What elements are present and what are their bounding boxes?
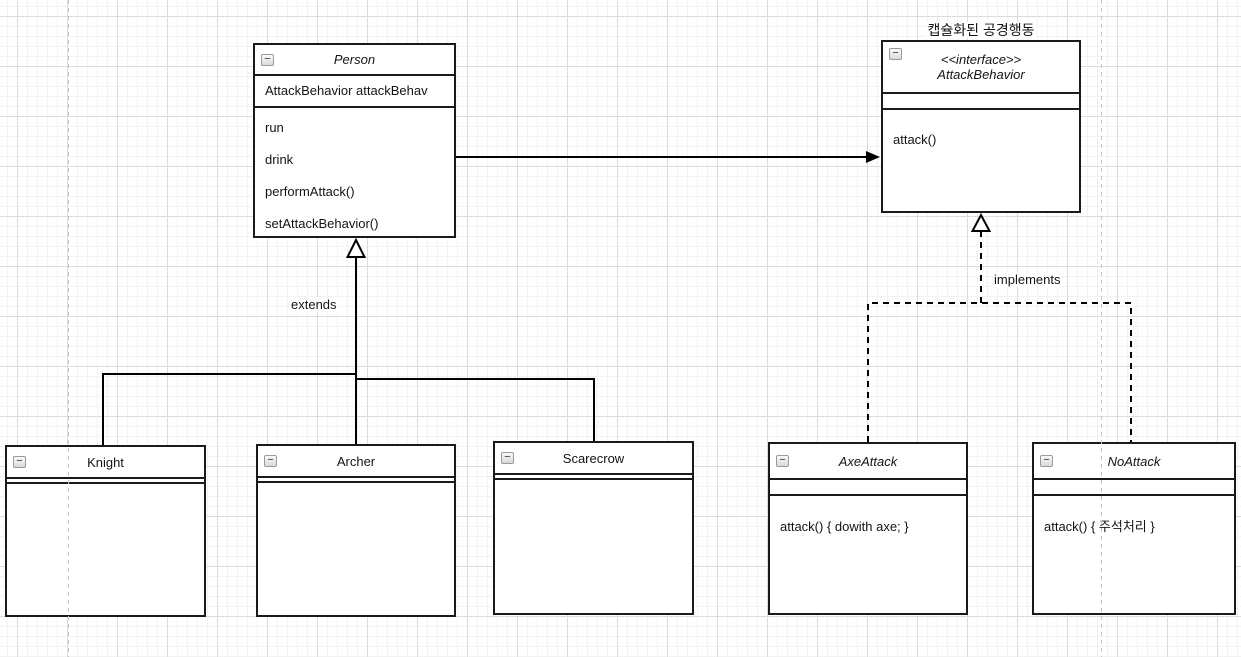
method-row: run — [265, 120, 284, 135]
collapse-icon[interactable]: − — [501, 452, 514, 464]
class-archer[interactable]: − Archer — [256, 444, 456, 617]
collapse-icon[interactable]: − — [13, 456, 26, 468]
class-knight[interactable]: − Knight — [5, 445, 206, 617]
method-row: attack() { 주석처리 } — [1044, 519, 1155, 534]
field-row: AttackBehavior attackBehav — [265, 83, 428, 98]
class-person-methods: run drink performAttack() setAttackBehav… — [255, 108, 454, 240]
class-title-text: Person — [333, 52, 376, 67]
class-title-text: AxeAttack — [838, 453, 898, 469]
collapse-icon[interactable]: − — [261, 53, 274, 66]
arrowhead-hollow-triangle — [970, 212, 992, 232]
class-scarecrow-title: − Scarecrow — [495, 443, 692, 475]
class-person-title: − Person — [255, 45, 454, 76]
class-axe-attack-fields — [770, 480, 966, 496]
method-row: drink — [265, 152, 294, 167]
class-title-text: Archer — [336, 453, 376, 469]
arrowhead-hollow-triangle — [345, 237, 367, 258]
edge-knight-person[interactable] — [102, 373, 356, 445]
class-title-text: NoAttack — [1107, 453, 1161, 469]
class-no-attack-methods: attack() { 주석처리 } — [1034, 496, 1234, 543]
collapse-icon[interactable]: − — [264, 455, 277, 467]
class-no-attack-fields — [1034, 480, 1234, 496]
class-no-attack-title: − NoAttack — [1034, 444, 1234, 480]
method-row: setAttackBehavior() — [265, 216, 379, 231]
class-scarecrow-fields — [495, 475, 692, 480]
class-person-fields: AttackBehavior attackBehav — [255, 76, 454, 108]
implements-label[interactable]: implements — [992, 272, 1063, 287]
class-title-text: Scarecrow — [562, 450, 625, 466]
class-axe-attack-title: − AxeAttack — [770, 444, 966, 480]
edge-axeattack-noattack-implements[interactable] — [867, 302, 1132, 442]
class-knight-title: − Knight — [7, 447, 204, 479]
class-axe-attack-methods: attack() { dowith axe; } — [770, 496, 966, 543]
attack-behavior-note[interactable]: 캡슐화된 공경행동 — [925, 22, 1037, 38]
edge-scarecrow-person[interactable] — [356, 378, 595, 441]
class-archer-title: − Archer — [258, 446, 454, 478]
collapse-icon[interactable]: − — [776, 455, 789, 467]
method-row: attack() { dowith axe; } — [780, 519, 909, 534]
class-axe-attack[interactable]: − AxeAttack attack() { dowith axe; } — [768, 442, 968, 615]
method-row: performAttack() — [265, 184, 355, 199]
class-attack-behavior[interactable]: − <<interface>> AttackBehavior attack() — [881, 40, 1081, 213]
class-title-text: AttackBehavior — [937, 67, 1025, 82]
stereotype-text: <<interface>> — [940, 52, 1022, 67]
arrowhead-filled — [866, 151, 880, 163]
class-scarecrow[interactable]: − Scarecrow — [493, 441, 694, 615]
collapse-icon[interactable]: − — [1040, 455, 1053, 467]
class-title-text: Knight — [87, 454, 124, 470]
extends-label[interactable]: extends — [289, 297, 339, 312]
class-attack-behavior-title: − <<interface>> AttackBehavior — [883, 42, 1079, 94]
class-person[interactable]: − Person AttackBehavior attackBehav run … — [253, 43, 456, 238]
class-knight-fields — [7, 479, 204, 484]
class-attack-behavior-fields — [883, 94, 1079, 110]
class-attack-behavior-methods: attack() — [883, 110, 1079, 156]
collapse-icon[interactable]: − — [889, 48, 902, 60]
class-no-attack[interactable]: − NoAttack attack() { 주석처리 } — [1032, 442, 1236, 615]
method-row: attack() — [893, 132, 937, 147]
class-archer-fields — [258, 478, 454, 483]
